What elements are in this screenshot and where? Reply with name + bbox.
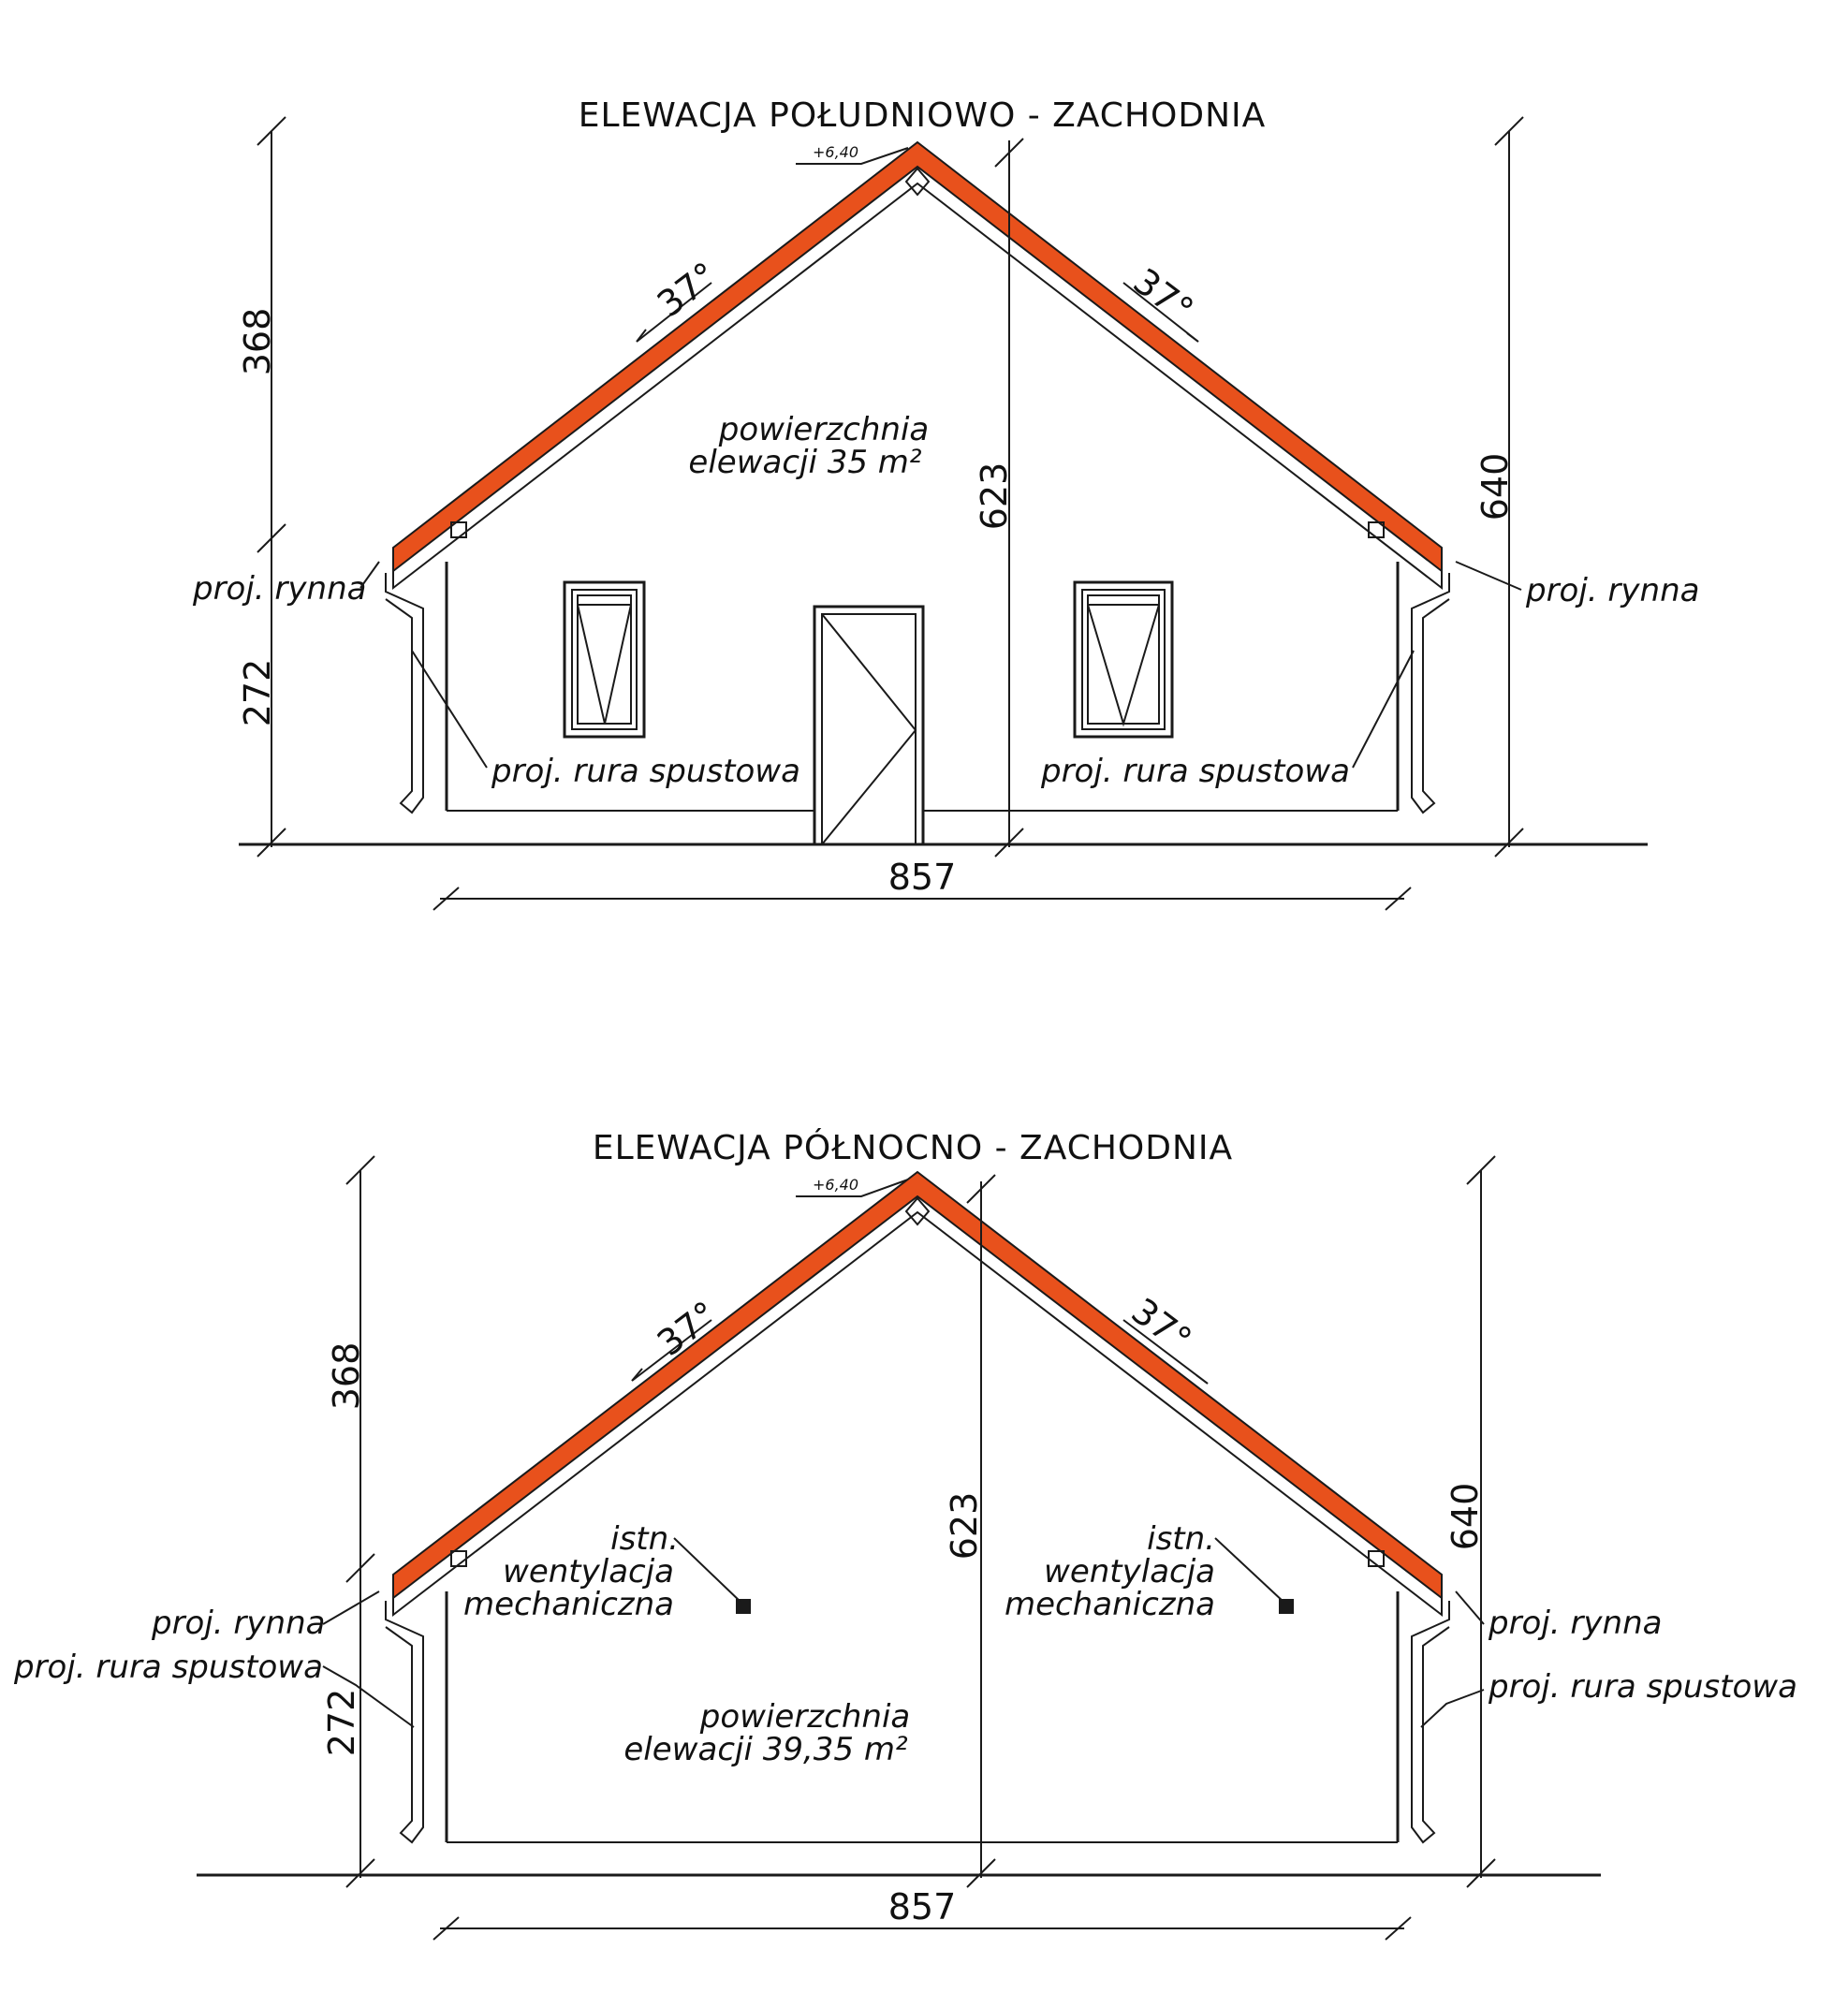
dimension-left: 368 272 <box>321 1155 375 1888</box>
downpipe-label-left: proj. rura spustowa <box>13 1649 323 1686</box>
eave-block-left <box>450 521 467 538</box>
dim-ridge-height: 623 <box>944 1492 985 1561</box>
ridge-level-marker: +6,40 <box>796 1176 909 1197</box>
ridge-cap <box>904 1196 931 1226</box>
dim-total-height: 640 <box>1474 453 1516 521</box>
dim-roof-height: 368 <box>326 1342 367 1411</box>
dim-wall-height: 272 <box>237 659 278 727</box>
window-left <box>563 580 646 739</box>
vent-left-line1: istn. <box>610 1520 679 1558</box>
gutter-downpipe-right <box>1411 1601 1450 1844</box>
dimension-width: 857 <box>433 857 1412 911</box>
eave-block-right <box>1368 1550 1385 1567</box>
vent-left-line2: wentylacja <box>503 1553 674 1590</box>
area-label-line2: elewacji 39,35 m² <box>623 1731 908 1768</box>
ridge-level-label: +6,40 <box>813 143 858 161</box>
eave-block-left <box>450 1550 467 1567</box>
vent-right <box>1279 1599 1294 1614</box>
gutter-downpipe-right <box>1411 573 1450 814</box>
dim-wall-height: 272 <box>321 1689 362 1757</box>
vent-left <box>736 1599 751 1614</box>
roof-covering <box>392 140 1443 574</box>
dim-ridge-height: 623 <box>974 462 1015 531</box>
dimension-ridge: 623 <box>974 138 1024 857</box>
elevation-south-west: ELEWACJA POŁUDNIOWO - ZACHODNIA +6,40 <box>192 96 1699 911</box>
roof-covering <box>392 1170 1443 1601</box>
vent-left-line3: mechaniczna <box>463 1586 674 1623</box>
ridge-level-label: +6,40 <box>813 1176 858 1194</box>
dim-roof-height: 368 <box>237 308 278 376</box>
wall-outline <box>445 1591 1400 1842</box>
window-right <box>1073 580 1174 739</box>
roof-soffit-line <box>392 1210 1443 1618</box>
elevation-north-west: ELEWACJA PÓŁNOCNO - ZACHODNIA +6,40 37° <box>13 1128 1797 1941</box>
dim-width: 857 <box>888 1886 957 1927</box>
dim-total-height: 640 <box>1445 1483 1486 1551</box>
area-label-line1: powierzchnia <box>699 1698 910 1736</box>
vent-right-line3: mechaniczna <box>1005 1586 1215 1623</box>
gutter-label-left: proj. rynna <box>192 570 366 608</box>
dimension-width: 857 <box>433 1886 1412 1941</box>
dim-width: 857 <box>888 857 957 898</box>
downpipe-label-right: proj. rura spustowa <box>1488 1668 1797 1706</box>
dimension-right: 640 <box>1445 1155 1496 1888</box>
gutter-label-right: proj. rynna <box>1488 1605 1662 1642</box>
gutter-downpipe-left <box>385 573 424 814</box>
dimension-left: 368 272 <box>237 116 286 857</box>
vent-right-line1: istn. <box>1147 1520 1215 1558</box>
roof-soffit-line <box>392 182 1443 591</box>
entrance-door <box>813 605 925 846</box>
ridge-cap <box>904 167 931 197</box>
eave-block-right <box>1368 521 1385 538</box>
gutter-label-left: proj. rynna <box>151 1605 325 1642</box>
wall-outline <box>445 562 1400 811</box>
dimension-ridge: 623 <box>944 1174 996 1888</box>
elevation-title: ELEWACJA PÓŁNOCNO - ZACHODNIA <box>593 1128 1233 1167</box>
gutter-label-right: proj. rynna <box>1525 572 1699 609</box>
dimension-right: 640 <box>1474 116 1524 857</box>
ridge-level-marker: +6,40 <box>796 143 909 165</box>
area-label-line1: powierzchnia <box>718 411 929 448</box>
elevation-title: ELEWACJA POŁUDNIOWO - ZACHODNIA <box>579 96 1267 135</box>
area-label-line2: elewacji 35 m² <box>688 444 922 481</box>
downpipe-label-right: proj. rura spustowa <box>1040 753 1350 790</box>
gutter-downpipe-left <box>385 1601 424 1844</box>
vent-right-line2: wentylacja <box>1044 1553 1215 1590</box>
downpipe-label-left: proj. rura spustowa <box>491 753 800 790</box>
